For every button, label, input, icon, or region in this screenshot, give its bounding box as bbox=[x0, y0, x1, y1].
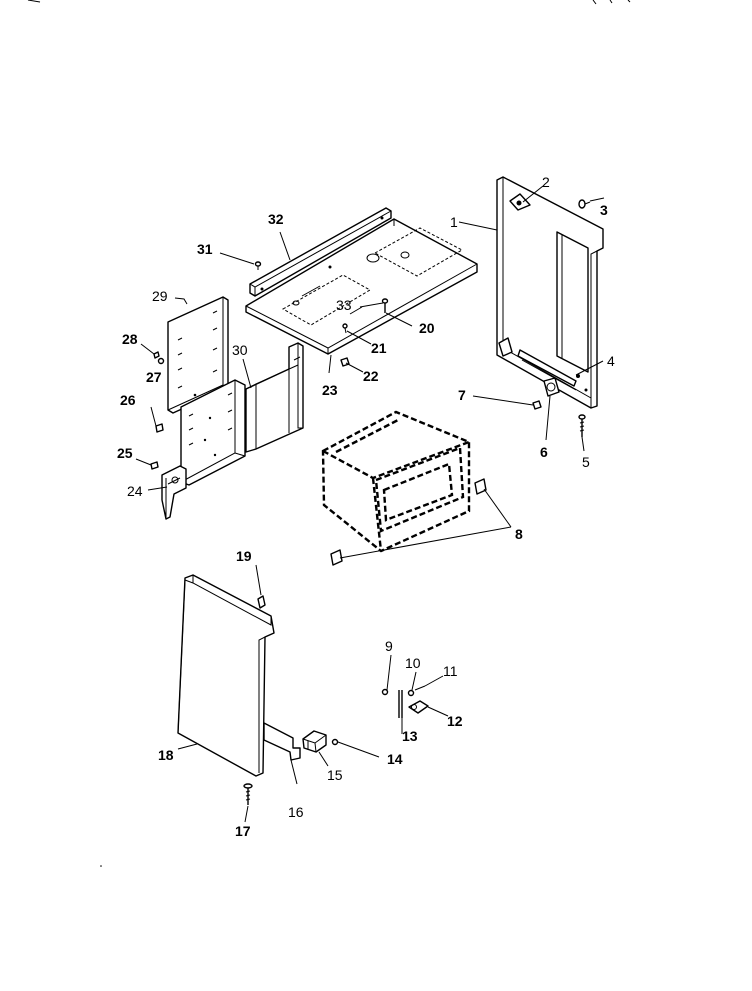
part-10 bbox=[407, 689, 415, 697]
screw-25 bbox=[150, 461, 159, 470]
callout-15: 15 bbox=[327, 767, 343, 783]
clip-8-upper bbox=[474, 478, 487, 495]
callout-26: 26 bbox=[120, 392, 136, 408]
callout-20: 20 bbox=[419, 320, 435, 336]
callout-10: 10 bbox=[405, 655, 421, 671]
callout-21: 21 bbox=[371, 340, 387, 356]
stray-dot bbox=[100, 865, 102, 867]
callout-29: 29 bbox=[152, 288, 168, 304]
screw-22 bbox=[340, 357, 350, 367]
callout-labels: 1 2 3 4 5 6 7 8 9 10 11 12 13 14 15 16 1… bbox=[117, 174, 615, 839]
callout-11: 11 bbox=[443, 663, 458, 679]
screw-9 bbox=[381, 688, 389, 696]
callout-27: 27 bbox=[146, 369, 162, 385]
screw-17 bbox=[243, 783, 253, 805]
screw-3 bbox=[578, 199, 591, 209]
screw-7 bbox=[532, 400, 542, 410]
part-11 bbox=[414, 685, 426, 691]
screw-28 bbox=[153, 351, 160, 359]
callout-18: 18 bbox=[158, 747, 174, 763]
callout-17: 17 bbox=[235, 823, 251, 839]
callout-13: 13 bbox=[402, 728, 418, 744]
callout-25: 25 bbox=[117, 445, 133, 461]
callout-32: 32 bbox=[268, 211, 284, 227]
callout-2: 2 bbox=[542, 174, 550, 190]
callout-23: 23 bbox=[322, 382, 338, 398]
screw-14 bbox=[331, 738, 339, 746]
callout-33: 33 bbox=[336, 297, 352, 313]
callout-12: 12 bbox=[447, 713, 463, 729]
callout-6: 6 bbox=[540, 444, 548, 460]
callout-24: 24 bbox=[127, 483, 143, 499]
rear-trim bbox=[249, 207, 392, 297]
clip-8-lower bbox=[330, 549, 343, 566]
screw-26 bbox=[155, 423, 164, 433]
callout-16: 16 bbox=[288, 804, 304, 820]
callout-19: 19 bbox=[236, 548, 252, 564]
callout-22: 22 bbox=[363, 368, 379, 384]
rod-13 bbox=[398, 690, 403, 718]
callout-31: 31 bbox=[197, 241, 213, 257]
screw-19 bbox=[257, 595, 266, 609]
callout-28: 28 bbox=[122, 331, 138, 347]
callout-5: 5 bbox=[582, 454, 590, 470]
leader-lines bbox=[135, 185, 605, 823]
door-panel bbox=[177, 574, 301, 785]
top-edge-marks bbox=[27, 0, 631, 5]
screw-5 bbox=[578, 414, 586, 437]
callout-9: 9 bbox=[385, 638, 393, 654]
callout-4: 4 bbox=[607, 353, 615, 369]
callout-3: 3 bbox=[600, 202, 608, 218]
screw-33 bbox=[381, 298, 389, 313]
oven-cavity bbox=[321, 410, 471, 553]
screw-27 bbox=[157, 357, 165, 365]
callout-1: 1 bbox=[450, 214, 458, 230]
callout-14: 14 bbox=[387, 751, 403, 767]
callout-7: 7 bbox=[458, 387, 466, 403]
top-panel bbox=[245, 218, 478, 355]
callout-30: 30 bbox=[232, 342, 248, 358]
channel-panel-30 bbox=[245, 342, 304, 453]
callout-8: 8 bbox=[515, 526, 523, 542]
part-12 bbox=[408, 700, 429, 714]
bracket-15 bbox=[302, 730, 327, 753]
side-panel-24 bbox=[161, 379, 246, 520]
screw-31 bbox=[254, 261, 262, 270]
screw-21 bbox=[342, 323, 348, 334]
side-panel-right bbox=[496, 176, 604, 409]
